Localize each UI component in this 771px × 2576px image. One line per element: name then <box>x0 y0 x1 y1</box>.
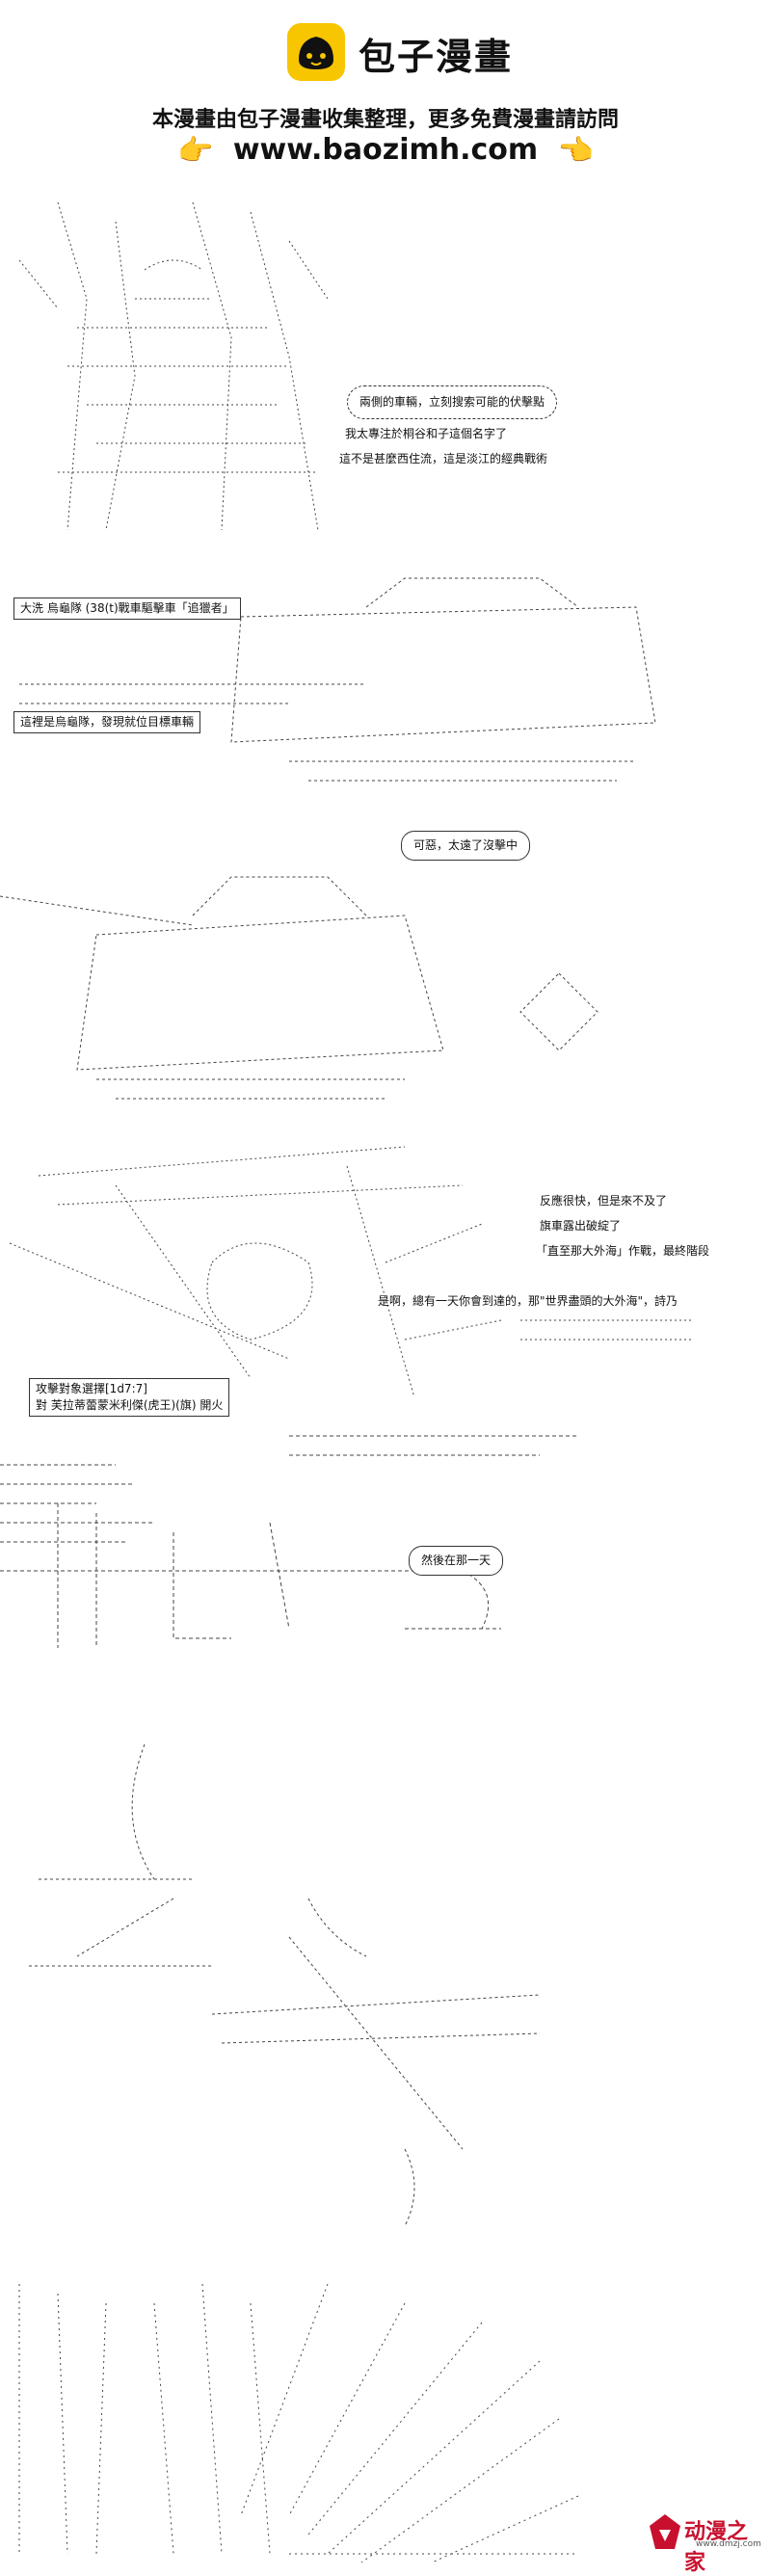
pointing-hand-icon: 👈 <box>557 134 594 168</box>
pointing-hand-icon: 👉 <box>177 134 214 168</box>
watermark-url: www.dmzj.com <box>696 2539 761 2549</box>
notice-text: 本漫畫由包子漫畫收集整理，更多免費漫畫請訪問 <box>151 108 619 132</box>
panel-2-radio-box: 這裡是烏龜隊，發現就位目標車輛 <box>13 711 201 733</box>
manga-page: 兩側的車輛，立刻搜索可能的伏擊點 我太專注於桐谷和子這個名字了 這不是甚麼西住流… <box>0 183 771 2575</box>
site-header: 包子漫畫 本漫畫由包子漫畫收集整理，更多免費漫畫請訪問 👉 www.baozim… <box>0 0 771 183</box>
dmzj-watermark: 动漫之家 www.dmzj.com <box>646 2510 761 2575</box>
panel-4-narration-3: 「直至那大外海」作戰，最終階段 <box>536 1244 710 1258</box>
url-row: 👉 www.baozimh.com 👈 <box>0 133 771 168</box>
panel-1-narration-2: 這不是甚麼西住流，這是淡江的經典戰術 <box>339 452 548 465</box>
panel-4-narration-4: 是啊，總有一天你會到達的，那"世界盡頭的大外海"，詩乃 <box>378 1294 678 1308</box>
panel-1-narration-1: 我太專注於桐谷和子這個名字了 <box>345 427 508 440</box>
site-url-link[interactable]: www.baozimh.com <box>232 133 539 167</box>
panel-5-attack-line-1: 攻擊對象選擇[1d7:7] <box>36 1382 147 1395</box>
panel-1-speech-bubble: 兩側的車輛，立刻搜索可能的伏擊點 <box>347 385 558 419</box>
site-name: 包子漫畫 <box>359 36 514 78</box>
ascii-art-illustrations <box>0 201 694 2563</box>
panel-7-speed-lines <box>18 2283 579 2563</box>
panel-5-landscape <box>0 1435 578 1648</box>
panel-5-attack-line-2: 對 芙拉蒂蕾蒙米利傑(虎王)(旗) 開火 <box>36 1398 224 1412</box>
panel-2-tank <box>19 577 656 782</box>
panel-4-narration-2: 旗車露出破綻了 <box>540 1219 622 1233</box>
dmzj-logo-icon <box>650 2514 680 2549</box>
panel-6-figure <box>29 1743 541 2227</box>
panel-5-speech-bubble: 然後在那一天 <box>409 1546 504 1576</box>
panel-5-attack-box: 攻擊對象選擇[1d7:7] 對 芙拉蒂蕾蒙米利傑(虎王)(旗) 開火 <box>29 1378 230 1417</box>
panel-1-figure <box>18 201 329 531</box>
panel-4-explosion <box>9 1146 694 1398</box>
panel-2-unit-label: 大洗 烏龜隊 (38(t)戰車驅擊車「追獵者」 <box>13 598 241 620</box>
panel-3-speech-bubble: 可惡，太遠了沒擊中 <box>401 831 531 861</box>
panel-4-narration-1: 反應很快，但是來不及了 <box>540 1194 668 1208</box>
bun-face-icon <box>287 23 345 81</box>
panel-3-tank <box>0 876 598 1100</box>
